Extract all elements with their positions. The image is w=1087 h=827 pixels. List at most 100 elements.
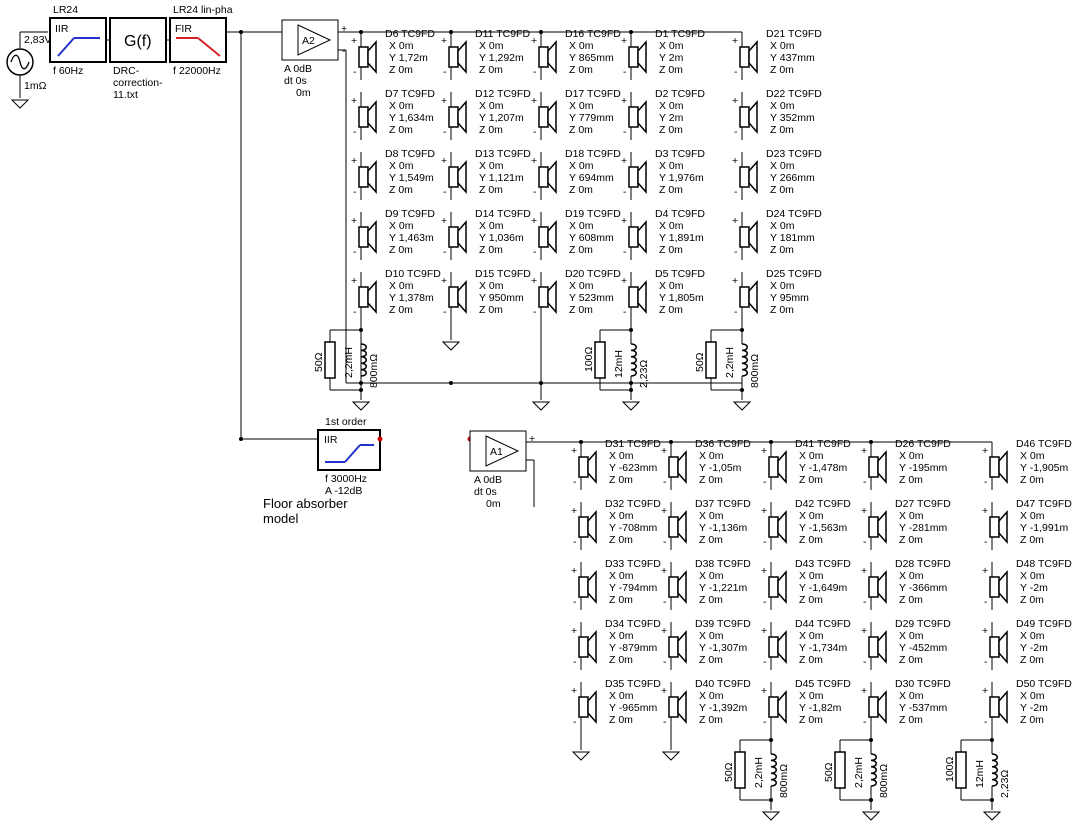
driver-x: X 0m <box>899 450 924 462</box>
driver-y: Y 1,292m <box>479 52 524 64</box>
driver-y: Y 181mm <box>770 232 815 244</box>
driver-y: Y -708mm <box>609 522 657 534</box>
speaker-minus-terminal: - <box>533 246 537 258</box>
driver-y: Y 950mm <box>479 292 524 304</box>
speaker-plus-terminal: + <box>732 275 738 287</box>
speaker-icon <box>877 690 887 724</box>
amp-a1-line-1: A 0dB <box>474 474 502 486</box>
driver-y: Y 2m <box>659 112 684 124</box>
speaker-plus-terminal: + <box>571 565 577 577</box>
amp-a1[interactable] <box>469 430 527 472</box>
speaker-icon <box>877 510 887 544</box>
ground-icon <box>10 99 30 109</box>
driver-x: X 0m <box>479 160 504 172</box>
amp-a1-name: A1 <box>490 446 503 458</box>
speaker-plus-terminal: + <box>441 215 447 227</box>
speaker-minus-terminal: - <box>443 186 447 198</box>
driver-z: Z 0m <box>1020 474 1044 486</box>
speaker-icon <box>777 630 787 664</box>
driver-z: Z 0m <box>389 304 413 316</box>
driver-y: Y 1,207m <box>479 112 524 124</box>
amp-a2-minus: - <box>342 45 346 57</box>
speaker-icon <box>637 280 647 314</box>
driver-name: D50 TC9FD <box>1016 678 1072 690</box>
driver-x: X 0m <box>659 160 684 172</box>
voltage-source[interactable] <box>6 31 48 109</box>
floor-out-terminal[interactable] <box>377 436 383 442</box>
speaker-plus-terminal: + <box>351 275 357 287</box>
floor-absorber-filter[interactable] <box>317 429 381 471</box>
driver-y: Y -1,478m <box>799 462 848 474</box>
speaker-icon <box>677 450 687 484</box>
gf-block[interactable] <box>109 17 167 63</box>
speaker-plus-terminal: + <box>621 95 627 107</box>
driver-z: Z 0m <box>659 64 683 76</box>
speaker-icon <box>637 100 647 134</box>
lr24-fir-block[interactable] <box>169 17 227 63</box>
amp-a2[interactable] <box>281 19 339 61</box>
speaker-plus-terminal: + <box>531 275 537 287</box>
network-inductance: 2,2mH <box>343 347 355 378</box>
driver-x: X 0m <box>799 510 824 522</box>
driver-y: Y -452mm <box>899 642 947 654</box>
speaker-icon <box>748 220 758 254</box>
speaker-minus-terminal: - <box>863 476 867 488</box>
